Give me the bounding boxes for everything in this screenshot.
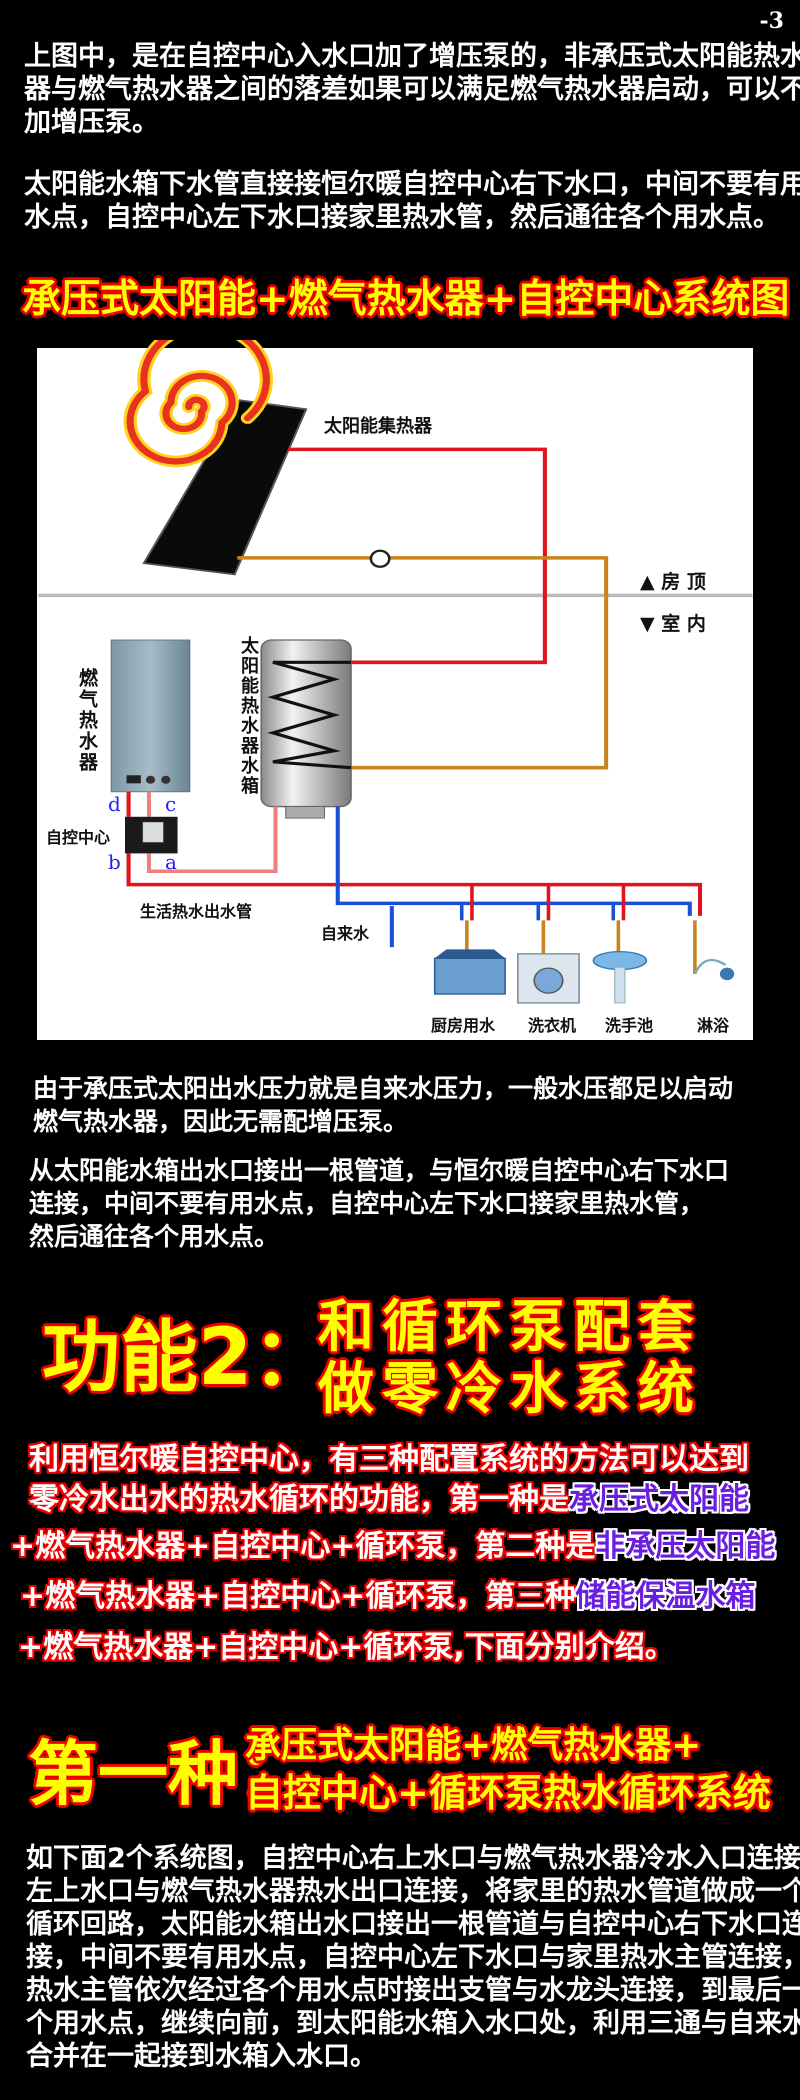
kitchen-cabinet-icon bbox=[433, 949, 506, 995]
outlet-label-kitchen: 厨房用水 bbox=[431, 1016, 496, 1035]
intro-paragraph-2: 太阳能水箱下水管直接接恒尔暖自控中心右下水口，中间不要有用 水点，自控中心左下水… bbox=[24, 168, 800, 234]
return-collector-pipe bbox=[237, 556, 609, 770]
text: 利用恒尔暖自控中心，有三种配置系统的方法可以达到 bbox=[29, 1442, 749, 1477]
text-line: 个用水点，继续向前，到太阳能水箱入水口处，利用三通与自来水 bbox=[26, 2008, 800, 2039]
heater-knob bbox=[161, 775, 171, 784]
first-method-line-2: 自控中心+循环泵热水循环系统 bbox=[245, 1771, 771, 1815]
highlight-option-2: 非承压太阳能 bbox=[595, 1529, 776, 1564]
text: 零冷水出水的热水循环的功能，第一种是 bbox=[29, 1482, 569, 1517]
gas-heater bbox=[110, 639, 191, 793]
wash-basin-icon bbox=[592, 950, 648, 1004]
explain-paragraph-1: 由于承压式太阳出水压力就是自来水压力，一般水压都足以启动 燃气热水器，因此无需配… bbox=[33, 1072, 733, 1138]
shower-icon bbox=[693, 958, 735, 981]
heater-display bbox=[126, 775, 141, 784]
text: +燃气热水器+自控中心+循环泵，第三种 bbox=[20, 1579, 576, 1614]
tank-label: 太阳能热水器水箱 bbox=[238, 636, 259, 796]
port-b: b bbox=[108, 850, 121, 874]
cold-main-pipe bbox=[335, 806, 692, 916]
text-line: 接，中间不要有用水点，自控中心左下水口与家里热水主管连接， bbox=[26, 1942, 800, 1973]
text-line: 燃气热水器，因此无需配增压泵。 bbox=[33, 1107, 409, 1136]
text: +燃气热水器+自控中心+循环泵,下面分别介绍。 bbox=[18, 1630, 675, 1665]
washing-machine-icon bbox=[517, 953, 580, 1004]
text-line: 循环回路，太阳能水箱出水口接出一根管道与自控中心右下水口连 bbox=[26, 1909, 800, 1940]
first-method-line-1: 承压式太阳能+燃气热水器+ bbox=[245, 1725, 702, 1766]
heater-label: 燃气热水器 bbox=[76, 668, 98, 773]
text-line: 合并在一起接到水箱入水口。 bbox=[26, 2041, 377, 2072]
indoor-label: ▼ 室 内 bbox=[640, 613, 706, 635]
hot-pipe-label: 生活热水出水管 bbox=[140, 902, 253, 921]
feature-label: 功能2： bbox=[42, 1313, 331, 1403]
hot-main-pipe bbox=[126, 853, 703, 916]
explain-paragraph-2: 从太阳能水箱出水口接出一根管道，与恒尔暖自控中心右下水口 连接，中间不要有用水点… bbox=[29, 1154, 729, 1253]
text-line: 由于承压式太阳出水压力就是自来水压力，一般水压都足以启动 bbox=[33, 1074, 734, 1103]
controller-label: 自控中心 bbox=[46, 828, 111, 847]
port-c: c bbox=[165, 792, 177, 816]
intro-paragraph-1: 上图中，是在自控中心入水口加了增压泵的，非承压式太阳能热水 器与燃气热水器之间的… bbox=[24, 40, 800, 139]
tank-outlet-pipe bbox=[146, 806, 278, 874]
text-line: 连接，中间不要有用水点，自控中心左下水口接家里热水管， bbox=[29, 1189, 705, 1218]
text: +燃气热水器+自控中心+循环泵，第二种是 bbox=[10, 1529, 596, 1564]
text-line: 如下面2个系统图，自控中心右上水口与燃气热水器冷水入口连接， bbox=[26, 1843, 800, 1874]
text-line: 太阳能水箱下水管直接接恒尔暖自控中心右下水口，中间不要有用 bbox=[24, 169, 800, 200]
methods-line-5: +燃气热水器+自控中心+循环泵,下面分别介绍。 bbox=[18, 1622, 675, 1666]
circulation-pump-icon bbox=[369, 549, 391, 568]
text-line: 水点，自控中心左下水口接家里热水管，然后通往各个用水点。 bbox=[24, 202, 780, 233]
text-line: 器与燃气热水器之间的落差如果可以满足燃气热水器启动，可以不 bbox=[24, 74, 800, 105]
hot-collector-pipe bbox=[288, 447, 547, 665]
page-number: -3 bbox=[759, 8, 784, 34]
methods-line-2: 零冷水出水的热水循环的功能，第一种是承压式太阳能 bbox=[29, 1474, 749, 1518]
text-line: 然后通往各个用水点。 bbox=[29, 1222, 280, 1251]
system-diagram: 太阳能集热器 ▲ 房 顶 ▼ 室 内 太阳能热水器水箱 燃气热水器 自控中心 d… bbox=[37, 340, 753, 1040]
methods-line-4: +燃气热水器+自控中心+循环泵，第三种储能保温水箱 bbox=[20, 1571, 755, 1615]
text-line: 左上水口与燃气热水器热水出口连接，将家里的热水管道做成一个 bbox=[26, 1876, 800, 1907]
tap-water-label: 自来水 bbox=[321, 924, 370, 943]
text-line: 从太阳能水箱出水口接出一根管道，与恒尔暖自控中心右下水口 bbox=[29, 1156, 730, 1185]
port-a: a bbox=[165, 850, 177, 874]
diagram-drawing bbox=[38, 340, 753, 1004]
text-line: 上图中，是在自控中心入水口加了增压泵的，非承压式太阳能热水 bbox=[24, 41, 800, 72]
branch-pipes bbox=[459, 884, 697, 974]
feature-line-1: 和循环泵配套 bbox=[318, 1295, 702, 1360]
methods-line-3: +燃气热水器+自控中心+循环泵，第二种是非承压太阳能 bbox=[10, 1521, 775, 1565]
outlet-label-basin: 洗手池 bbox=[605, 1016, 654, 1035]
heater-knob bbox=[145, 775, 156, 784]
text-line: 热水主管依次经过各个用水点时接出支管与水龙头连接，到最后一 bbox=[26, 1975, 800, 2006]
outlet-label-washer: 洗衣机 bbox=[528, 1016, 577, 1035]
heat-coil bbox=[267, 660, 352, 770]
highlight-option-3: 储能保温水箱 bbox=[575, 1579, 756, 1614]
section-title: 承压式太阳能+燃气热水器+自控中心系统图 bbox=[22, 277, 790, 322]
first-method-label: 第一种： bbox=[28, 1733, 308, 1815]
sun-spiral-icon bbox=[123, 340, 273, 468]
roof-label: ▲ 房 顶 bbox=[640, 571, 706, 593]
methods-line-1: 利用恒尔暖自控中心，有三种配置系统的方法可以达到 bbox=[29, 1434, 749, 1478]
collector-label: 太阳能集热器 bbox=[324, 416, 432, 437]
outlet-label-shower: 淋浴 bbox=[697, 1016, 730, 1035]
solar-collector bbox=[142, 399, 308, 576]
controller-screen bbox=[142, 821, 164, 843]
tank-neck bbox=[285, 806, 326, 819]
feature-line-2: 做零冷水系统 bbox=[318, 1357, 702, 1422]
final-paragraph: 如下面2个系统图，自控中心右上水口与燃气热水器冷水入口连接， 左上水口与燃气热水… bbox=[26, 1842, 800, 2073]
text-line: 加增压泵。 bbox=[24, 107, 159, 138]
port-d: d bbox=[108, 792, 121, 816]
highlight-option-1: 承压式太阳能 bbox=[569, 1482, 749, 1517]
